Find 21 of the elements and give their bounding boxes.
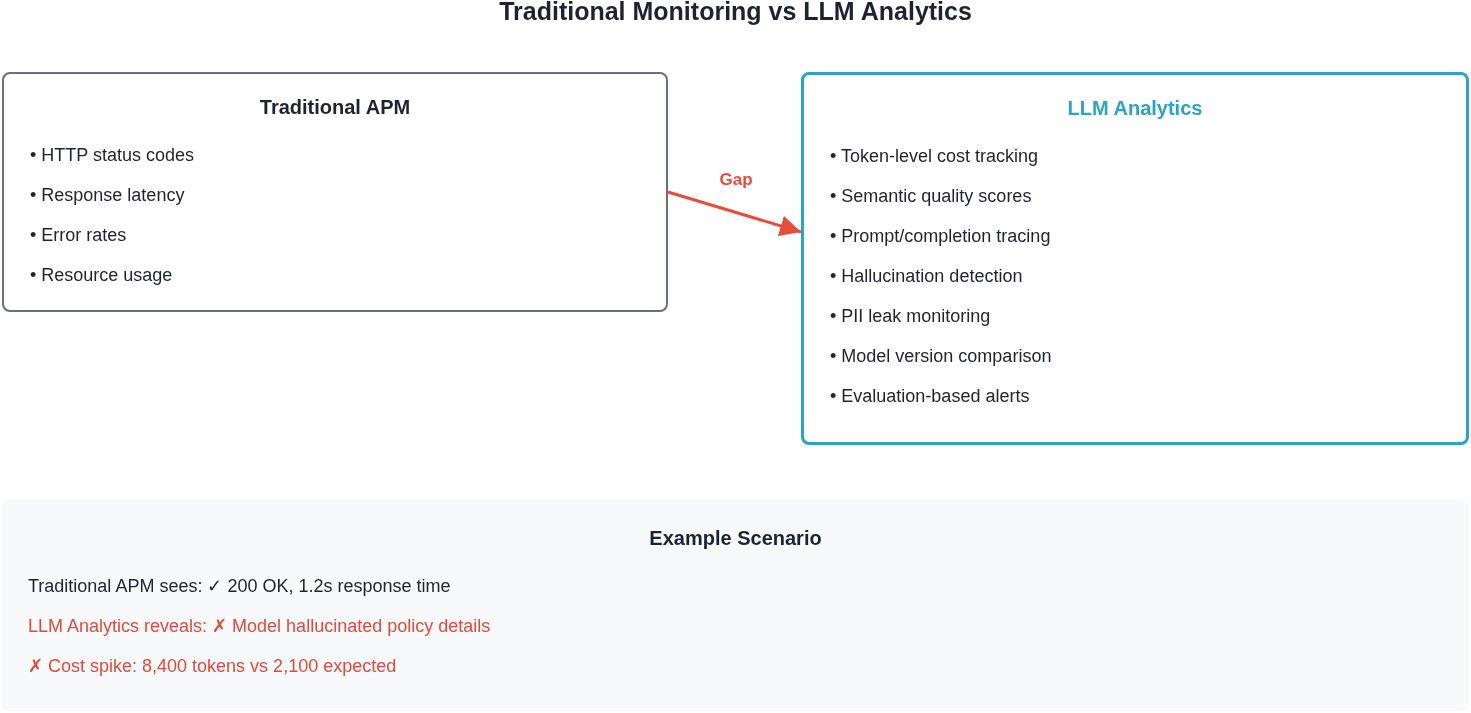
bullet-item: • Prompt/completion tracing [830, 225, 1051, 247]
bullet-item: • Hallucination detection [830, 265, 1023, 287]
panel-heading: Example Scenario [648, 527, 823, 549]
diagram-title: Traditional Monitoring vs LLM Analytics [498, 0, 973, 26]
panel-box [801, 72, 1469, 445]
bullet-item: • Resource usage [30, 264, 173, 286]
bullet-item: • HTTP status codes [30, 144, 195, 166]
panel-heading: Traditional APM [258, 96, 412, 118]
bullet-item: • Semantic quality scores [830, 185, 1032, 207]
bullet-item: • Token-level cost tracking [830, 145, 1039, 167]
arrow [667, 190, 802, 236]
bullet-item: • Evaluation-based alerts [830, 385, 1030, 407]
scenario-line: Traditional APM sees: ✓ 200 OK, 1.2s response time [28, 575, 451, 597]
scenario-line: ✗ Cost spike: 8,400 tokens vs 2,100 expected [28, 655, 397, 677]
bullet-item: • Response latency [30, 184, 185, 206]
panel-heading: LLM Analytics [1066, 97, 1204, 119]
bullet-item: • Model version comparison [830, 345, 1052, 367]
scenario-line: LLM Analytics reveals: ✗ Model hallucinated policy details [28, 615, 491, 637]
bullet-item: • Error rates [30, 224, 127, 246]
bullet-item: • PII leak monitoring [830, 305, 991, 327]
panel-box [2, 72, 668, 312]
